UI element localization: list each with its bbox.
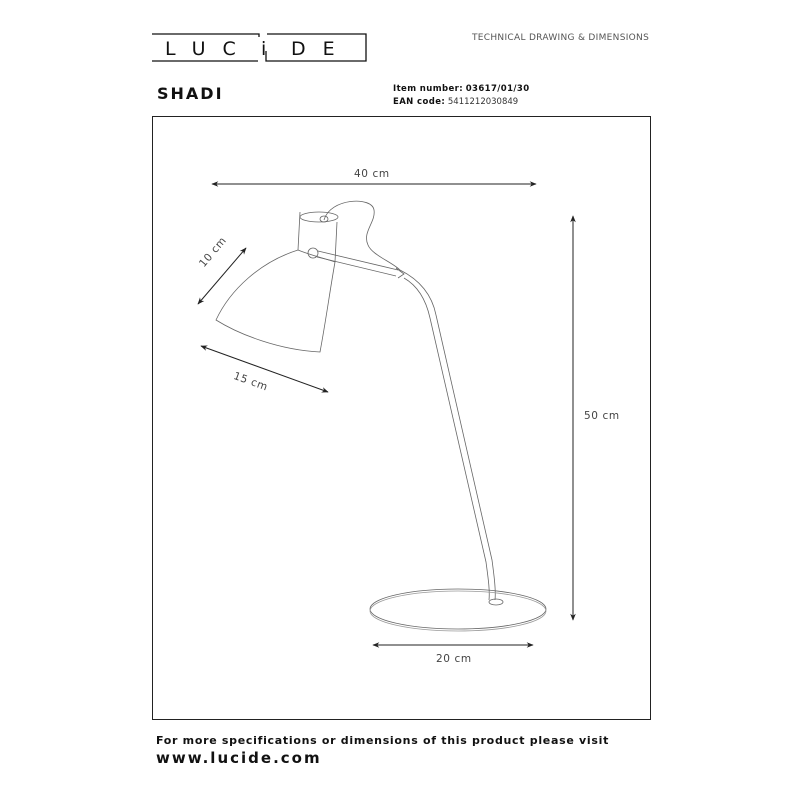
website-link[interactable]: www.lucide.com xyxy=(156,749,322,767)
drawing-frame xyxy=(152,116,651,720)
document-title: TECHNICAL DRAWING & DIMENSIONS xyxy=(472,33,650,43)
item-number-value: 03617/01/30 xyxy=(465,84,530,94)
dim-base-diameter: 20 cm xyxy=(436,653,472,665)
ean-label: EAN code: xyxy=(393,97,446,107)
item-number-label: Item number: xyxy=(393,84,464,94)
ean-value: 5411212030849 xyxy=(447,97,519,107)
lucide-logo: LUC i DE xyxy=(151,33,367,62)
product-name: SHADI xyxy=(157,84,224,103)
footer-text: For more specifications or dimensions of… xyxy=(156,734,610,747)
product-meta: Item number: 03617/01/30 EAN code: 54112… xyxy=(393,83,530,109)
dim-overall-width: 40 cm xyxy=(354,168,390,180)
dim-height: 50 cm xyxy=(584,410,620,422)
svg-text:DE: DE xyxy=(291,38,352,60)
item-number-row: Item number: 03617/01/30 xyxy=(393,83,530,96)
svg-text:LUC: LUC xyxy=(165,38,253,60)
svg-text:i: i xyxy=(261,38,266,60)
ean-row: EAN code: 5411212030849 xyxy=(393,96,530,109)
